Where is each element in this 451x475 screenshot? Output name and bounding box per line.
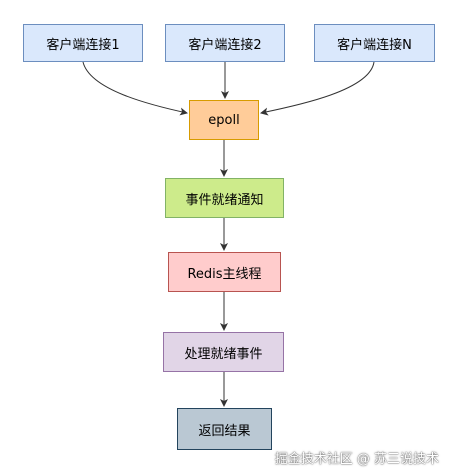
node-event-ready-notify: 事件就绪通知 xyxy=(165,178,284,218)
watermark-text: 掘金技术社区 @ 苏三说技术 xyxy=(274,452,439,467)
node-client-connection-2: 客户端连接2 xyxy=(165,24,285,62)
node-redis-main-thread: Redis主线程 xyxy=(168,252,281,292)
node-return-result: 返回结果 xyxy=(177,408,272,450)
node-label: 客户端连接1 xyxy=(46,37,120,53)
node-client-connection-1: 客户端连接1 xyxy=(23,24,143,62)
edge-clientN-to-epoll xyxy=(260,61,375,116)
edge-client1-to-epoll xyxy=(82,61,188,116)
node-label: 客户端连接N xyxy=(337,37,412,53)
node-label: Redis主线程 xyxy=(187,266,262,282)
node-label: 处理就绪事件 xyxy=(184,346,263,362)
node-label: 返回结果 xyxy=(198,423,251,439)
node-process-ready-events: 处理就绪事件 xyxy=(163,332,284,372)
node-client-connection-n: 客户端连接N xyxy=(314,24,435,62)
node-label: 事件就绪通知 xyxy=(185,192,264,208)
node-epoll: epoll xyxy=(189,100,259,140)
node-label: 客户端连接2 xyxy=(188,37,262,53)
node-label: epoll xyxy=(208,112,240,128)
